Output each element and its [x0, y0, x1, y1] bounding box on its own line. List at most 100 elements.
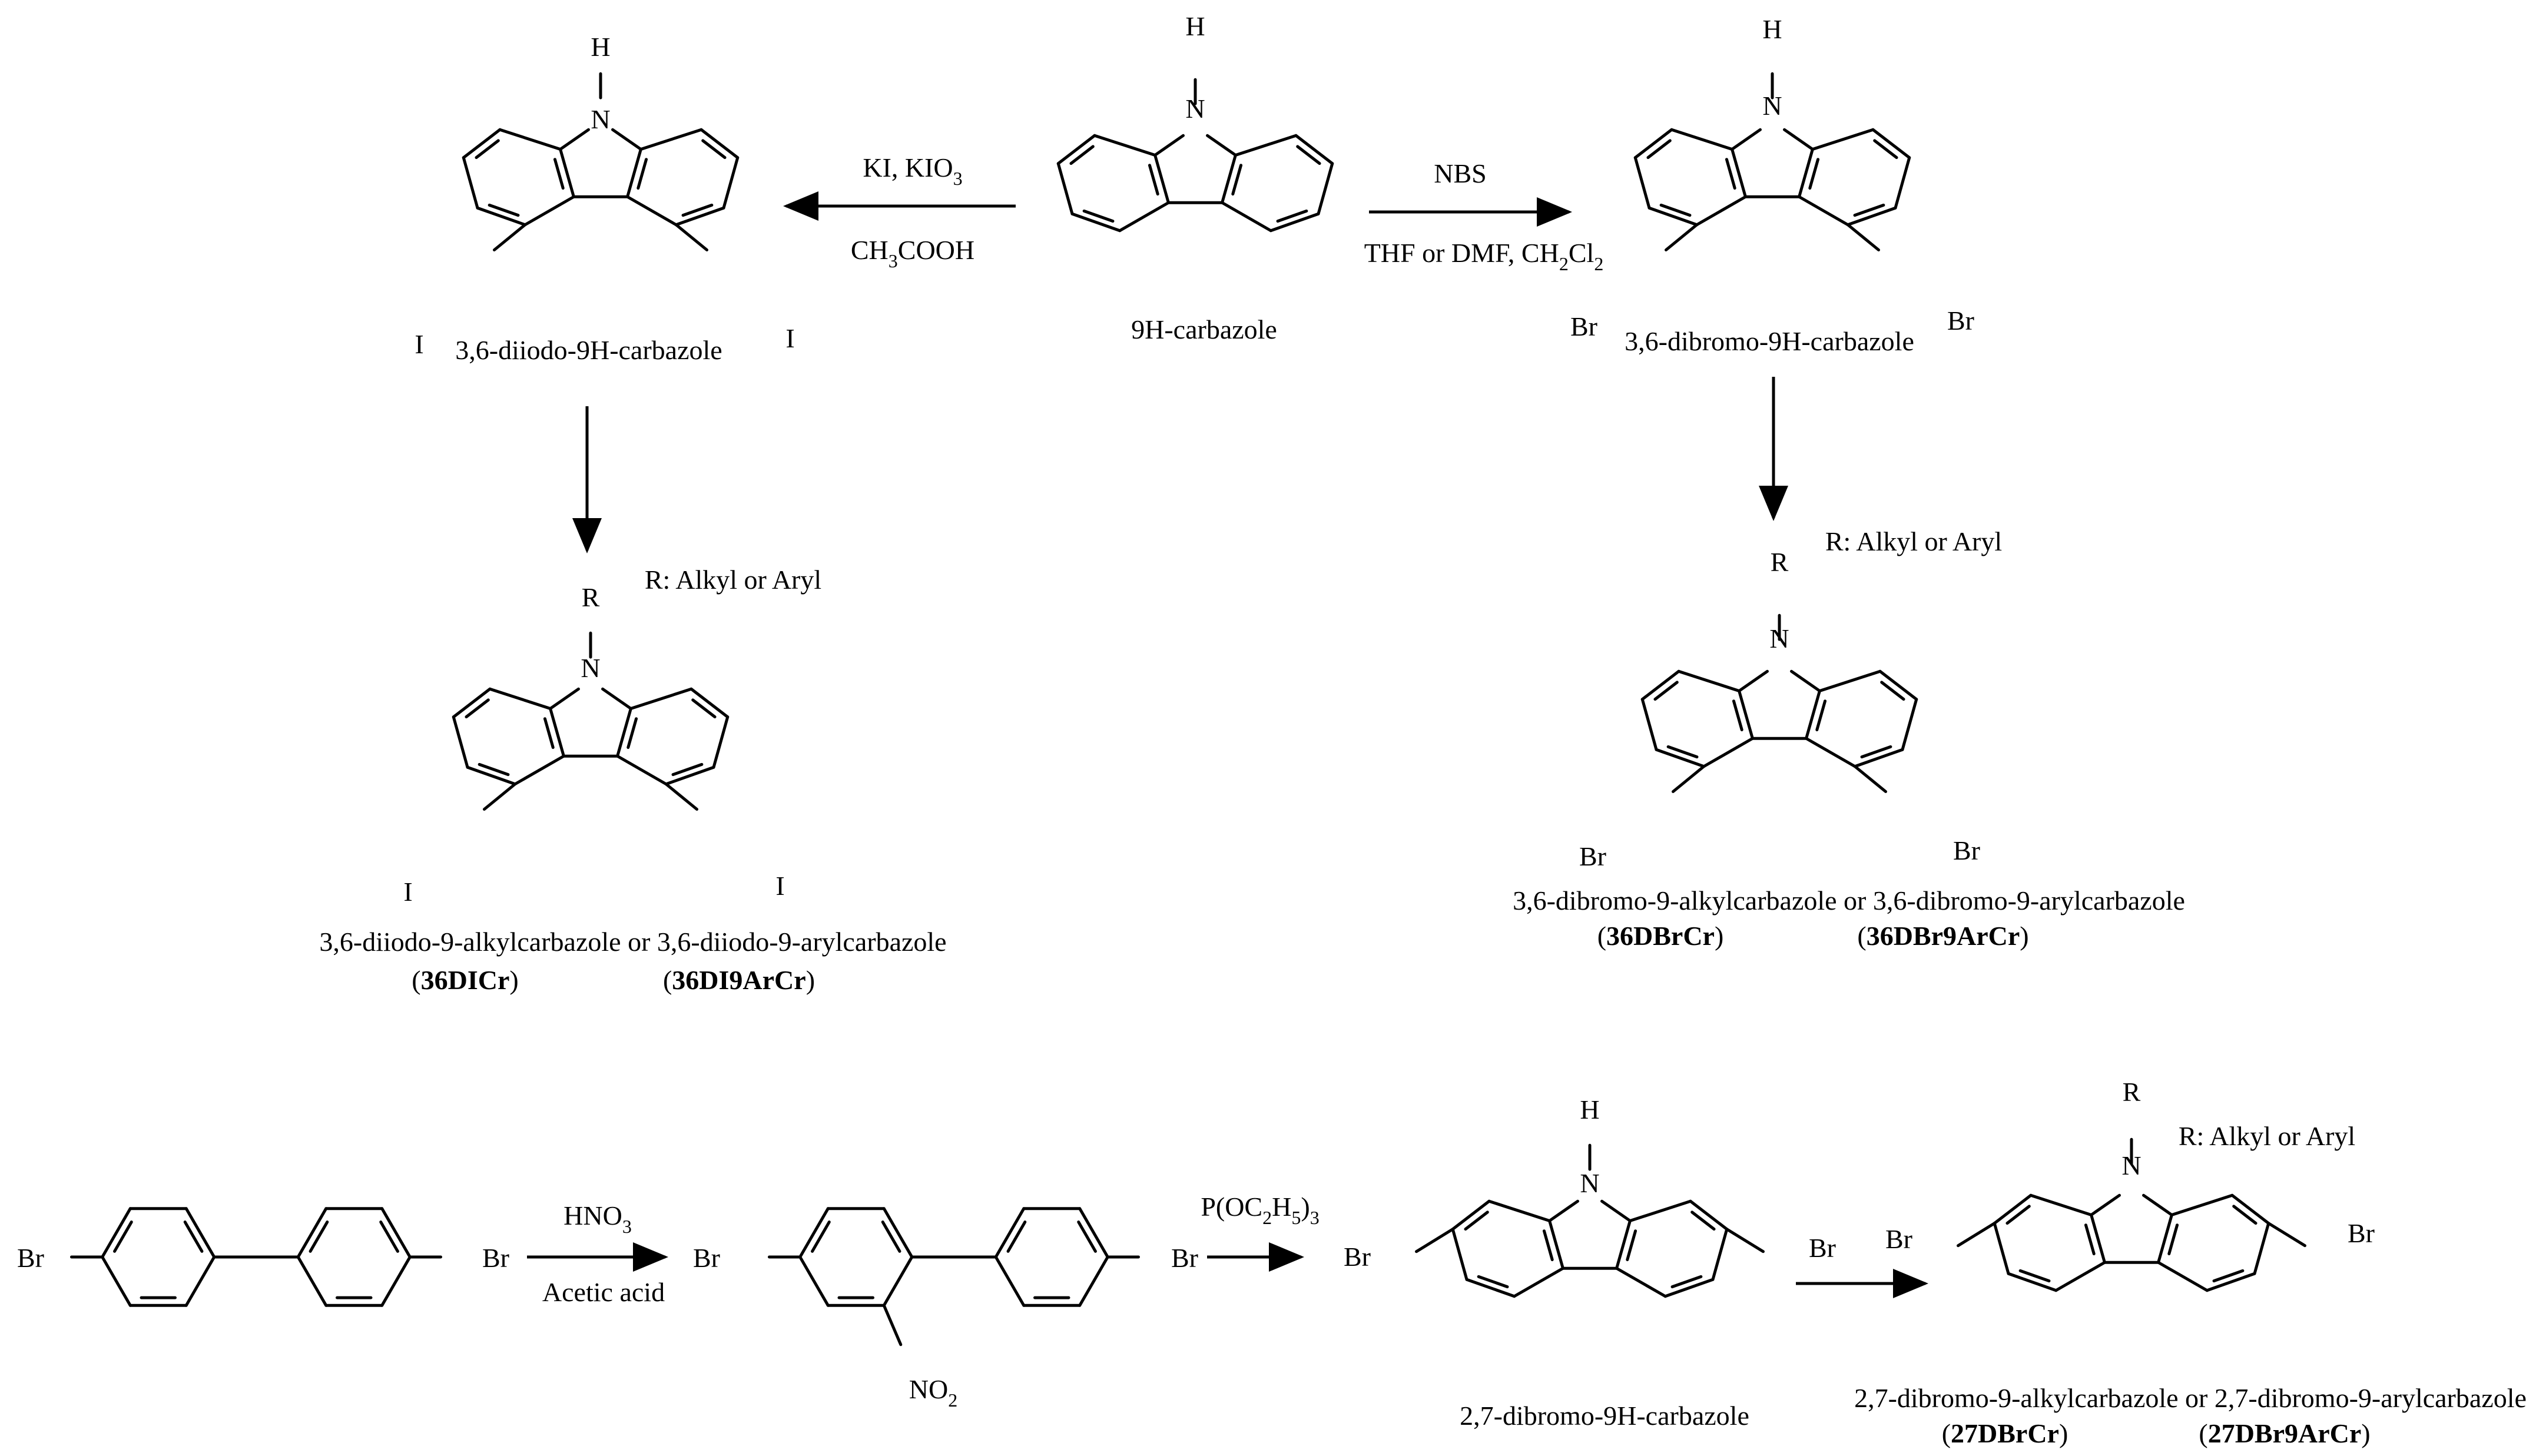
bond	[601, 687, 632, 710]
bond	[1805, 737, 1857, 768]
bond	[2142, 1193, 2173, 1216]
bond-double	[379, 1220, 399, 1253]
structure-4-4-dibromobiphenyl: Br Br	[17, 1207, 509, 1307]
bond-double	[2005, 1205, 2031, 1225]
r-note-27: R: Alkyl or Aryl	[2179, 1121, 2355, 1151]
bond	[882, 1255, 914, 1307]
bond	[1513, 1266, 1564, 1298]
bond	[1118, 201, 1170, 233]
bond	[626, 195, 678, 227]
bond	[296, 1207, 328, 1259]
bond	[722, 156, 740, 210]
bond	[1790, 669, 1821, 692]
bond	[1221, 201, 1272, 233]
atom-h: H	[1762, 14, 1782, 44]
reagent-thf-dmf-ch2cl2: THF or DMF, CH2Cl2	[1364, 238, 1604, 274]
bond	[1818, 669, 1882, 692]
bond	[1206, 134, 1237, 157]
reagent-triethyl-phosphite: P(OC2H5)3	[1201, 1192, 1319, 1228]
bond-double	[1148, 164, 1159, 196]
bond	[1093, 134, 1157, 157]
label-3-6-diiodo-9h-carbazole: 3,6-diiodo-9H-carbazole	[455, 335, 722, 365]
label-2-7-dibromo-9h-carbazole: 2,7-dibromo-9H-carbazole	[1460, 1401, 1749, 1431]
atom-br-right: Br	[1809, 1233, 1836, 1263]
bond	[488, 687, 552, 710]
bond	[1894, 156, 1911, 210]
bond	[2230, 1193, 2270, 1225]
bond-double	[1006, 1220, 1027, 1253]
bond-double	[553, 158, 565, 190]
bond	[1711, 1228, 1729, 1281]
bond-double	[1069, 145, 1095, 165]
bond	[549, 687, 580, 710]
atom-br-left: Br	[17, 1243, 44, 1273]
bond	[483, 782, 517, 811]
bond	[616, 707, 632, 758]
atom-br-left: Br	[1344, 1242, 1371, 1272]
bond-double	[1732, 699, 1743, 732]
bond	[1798, 148, 1814, 198]
bond-double	[671, 762, 704, 777]
bond	[798, 1255, 830, 1307]
bond	[1221, 154, 1237, 204]
atom-r: R	[1771, 547, 1789, 577]
bond	[2267, 1222, 2306, 1248]
label-3-6-diiodo-9-substituted: 3,6-diiodo-9-alkylcarbazole or 3,6-diiod…	[319, 927, 946, 957]
bond-double	[881, 1220, 901, 1253]
atom-no2: NO2	[909, 1374, 957, 1411]
bond	[1670, 128, 1734, 151]
atom-h: H	[591, 32, 610, 62]
bond	[380, 1207, 412, 1259]
bond	[1070, 212, 1122, 233]
bond	[513, 754, 565, 786]
bond	[1689, 1199, 1729, 1231]
bond	[700, 128, 740, 160]
atom-br-left: Br	[1570, 311, 1597, 341]
bond	[452, 687, 492, 719]
code-36dbrcr: (36DBrCr)	[1597, 921, 1724, 951]
bond-double	[1477, 1275, 1509, 1289]
bond	[498, 128, 562, 151]
bond-double	[1296, 145, 1321, 165]
bond	[1846, 206, 1897, 227]
bond	[466, 765, 517, 786]
bond-double	[1077, 1220, 1097, 1253]
bond	[2170, 1193, 2234, 1216]
bond	[611, 128, 642, 151]
bond-double	[626, 717, 638, 749]
bond-double	[1276, 209, 1308, 223]
bond-double	[1880, 681, 1905, 701]
bond	[101, 1255, 132, 1307]
structure-4-4-dibromo-2-nitrobiphenyl: Br Br NO2	[693, 1207, 1198, 1411]
bond-double	[811, 1220, 831, 1253]
bond	[2054, 1261, 2106, 1292]
reagent-acetic-acid: Acetic acid	[542, 1277, 665, 1307]
atom-r: R	[582, 582, 600, 612]
bond-double	[465, 698, 490, 719]
reagent-ch3cooh: CH3COOH	[851, 235, 974, 271]
r-note-dibromo: R: Alkyl or Aryl	[1825, 526, 2002, 556]
bond-double	[691, 698, 717, 719]
bond	[462, 128, 502, 160]
bond-double	[2018, 1269, 2051, 1283]
atom-br-left: Br	[1579, 841, 1606, 871]
bond	[639, 128, 703, 151]
bond	[1738, 689, 1754, 740]
bond-double	[1542, 1229, 1554, 1262]
bond	[674, 223, 708, 251]
bond	[689, 687, 730, 719]
bond	[1548, 1199, 1579, 1222]
bond	[1811, 128, 1875, 151]
bond	[1663, 1278, 1715, 1298]
bond-double	[1853, 203, 1885, 217]
code-36dbr9arcr: (36DBr9ArCr)	[1857, 921, 2028, 951]
bond-double	[681, 203, 714, 217]
bond-double	[1860, 745, 1892, 759]
bond-double	[1626, 1229, 1637, 1262]
bond	[1878, 669, 1918, 701]
bond	[296, 1255, 328, 1307]
bond	[1665, 223, 1699, 251]
bond-double	[1653, 681, 1679, 701]
bond-double	[1873, 139, 1898, 160]
